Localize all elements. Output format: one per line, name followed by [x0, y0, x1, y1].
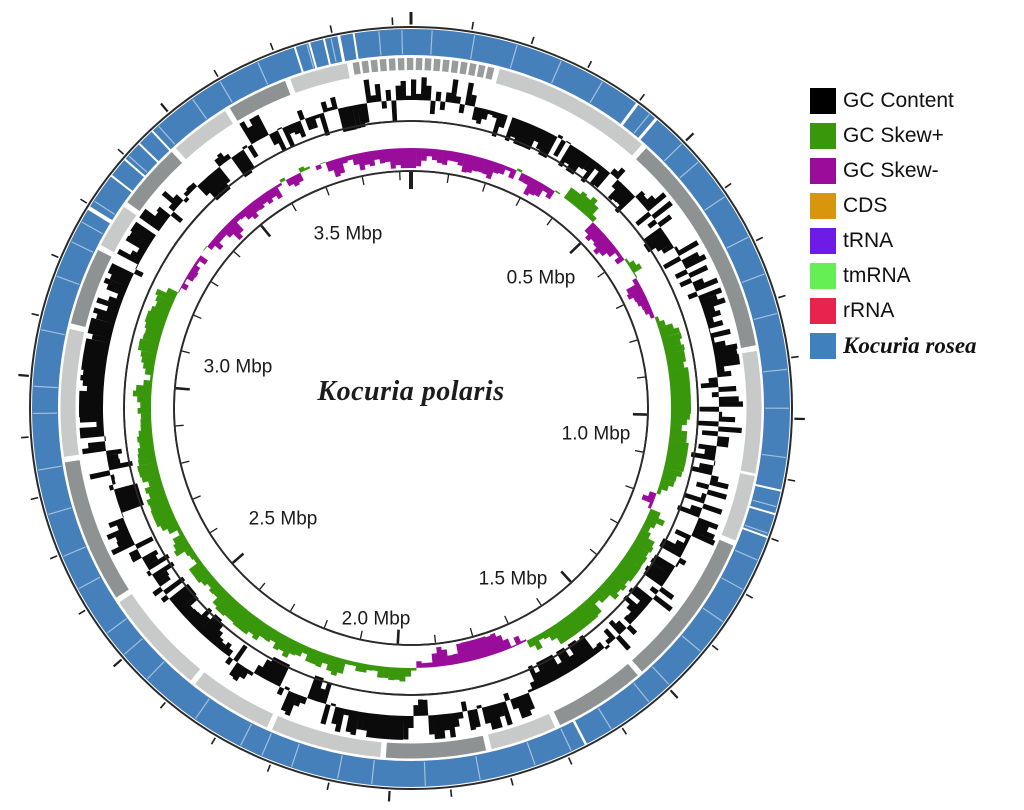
legend-item-gc-content: GC Content — [810, 88, 977, 114]
tick-label: 1.0 Mbp — [562, 424, 631, 445]
legend-item-label: tRNA — [843, 229, 894, 252]
legend-item-label: GC Skew+ — [843, 124, 944, 147]
tick-label: 2.0 Mbp — [342, 609, 411, 630]
trna-swatch-icon — [810, 228, 836, 254]
gc-content-swatch-icon — [810, 88, 836, 114]
legend-item-label: GC Skew- — [843, 159, 939, 182]
legend-item-label: Kocuria rosea — [843, 333, 977, 358]
kocuria-rosea-swatch-icon — [810, 333, 836, 359]
gc-skew-plus-swatch-icon — [810, 123, 836, 149]
tick-label: 3.0 Mbp — [204, 357, 273, 378]
rrna-swatch-icon — [810, 298, 836, 324]
organism-title: Kocuria polaris — [317, 376, 505, 407]
cds-swatch-icon — [810, 193, 836, 219]
legend-item-tmrna: tmRNA — [810, 263, 977, 289]
legend-item-label: rRNA — [843, 299, 895, 322]
gc-skew-minus-swatch-icon — [810, 158, 836, 184]
legend: GC Content GC Skew+ GC Skew- CDS tRNA tm… — [810, 88, 977, 359]
legend-item-cds: CDS — [810, 193, 977, 219]
tmrna-swatch-icon — [810, 263, 836, 289]
tick-label: 3.5 Mbp — [314, 224, 383, 245]
legend-item-gc-skew-plus: GC Skew+ — [810, 123, 977, 149]
legend-item-rrna: rRNA — [810, 298, 977, 324]
tick-label: 1.5 Mbp — [479, 569, 548, 590]
tick-label: 0.5 Mbp — [507, 268, 576, 289]
legend-item-label: tmRNA — [843, 264, 911, 287]
legend-item-kocuria-rosea: Kocuria rosea — [810, 333, 977, 359]
legend-item-label: CDS — [843, 194, 888, 217]
legend-item-gc-skew-minus: GC Skew- — [810, 158, 977, 184]
tick-label: 2.5 Mbp — [249, 509, 318, 530]
legend-item-trna: tRNA — [810, 228, 977, 254]
legend-item-label: GC Content — [843, 89, 954, 112]
